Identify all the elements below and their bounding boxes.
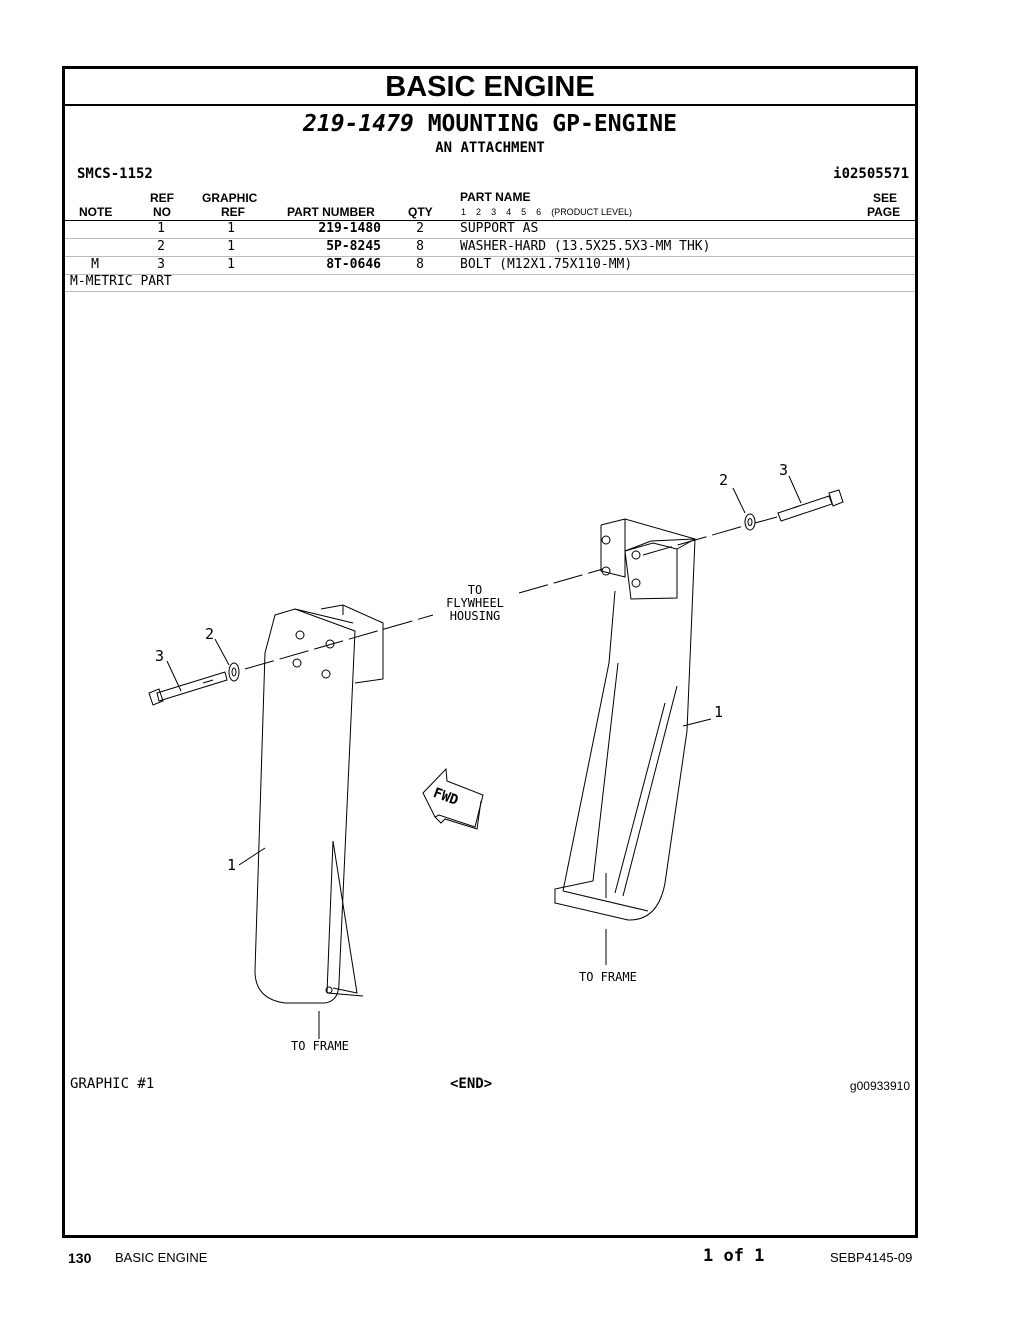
illustration-id: i02505571 bbox=[833, 166, 909, 182]
level-3: 3 bbox=[491, 207, 497, 217]
col-ref-no-bottom: NO bbox=[153, 205, 171, 219]
group-number: 219-1479 bbox=[303, 111, 414, 137]
row-ref-no: 3 bbox=[157, 257, 165, 272]
col-ref-no-top: REF bbox=[150, 191, 174, 205]
col-graphic-ref-bottom: REF bbox=[221, 205, 245, 219]
row-part-name: WASHER-HARD (13.5X25.5X3-MM THK) bbox=[460, 239, 711, 254]
label-flywheel-line-2: FLYWHEEL bbox=[446, 596, 504, 610]
footer-section: BASIC ENGINE bbox=[115, 1250, 208, 1265]
col-part-name: PART NAME bbox=[460, 190, 531, 204]
note-divider bbox=[65, 291, 915, 292]
level-4: 4 bbox=[506, 207, 512, 217]
label-to-frame-left: TO FRAME bbox=[291, 1039, 349, 1053]
row-qty: 8 bbox=[416, 257, 424, 272]
row-note: M bbox=[91, 257, 99, 272]
level-2: 2 bbox=[476, 207, 482, 217]
callout-1-right: 1 bbox=[714, 703, 724, 721]
label-to-frame-right: TO FRAME bbox=[579, 970, 637, 984]
row-graphic-ref: 1 bbox=[227, 257, 235, 272]
row-qty: 8 bbox=[416, 239, 424, 254]
parts-illustration bbox=[148, 475, 844, 1039]
metric-note: M-METRIC PART bbox=[70, 274, 172, 289]
callout-1-left: 1 bbox=[227, 856, 237, 874]
left-support-drawing bbox=[254, 604, 384, 1004]
col-see-page-top: SEE bbox=[873, 191, 898, 205]
smcs-code: SMCS-1152 bbox=[77, 166, 153, 182]
graphic-id: g00933910 bbox=[849, 1079, 910, 1093]
level-5: 5 bbox=[521, 207, 527, 217]
group-title: 219-1479 MOUNTING GP-ENGINE bbox=[65, 111, 915, 137]
callout-2-left: 2 bbox=[205, 625, 215, 643]
header-divider bbox=[65, 220, 915, 221]
callout-3-left: 3 bbox=[155, 647, 165, 665]
row-divider bbox=[65, 274, 915, 275]
right-bolt-drawing bbox=[777, 489, 844, 522]
row-part-number: 5P-8245 bbox=[326, 239, 381, 254]
row-ref-no: 2 bbox=[157, 239, 165, 254]
level-6: 6 bbox=[536, 207, 542, 217]
row-ref-no: 1 bbox=[157, 221, 165, 236]
group-name: MOUNTING GP-ENGINE bbox=[427, 111, 677, 137]
row-qty: 2 bbox=[416, 221, 424, 236]
right-washer-drawing bbox=[744, 513, 756, 531]
label-flywheel-line-1: TO bbox=[467, 583, 483, 597]
col-product-levels: 1 2 3 4 5 6 (PRODUCT LEVEL) bbox=[461, 207, 632, 217]
page-frame: BASIC ENGINE 219-1479 MOUNTING GP-ENGINE… bbox=[62, 66, 918, 1238]
label-flywheel-line-3: HOUSING bbox=[449, 609, 501, 623]
left-bolt-drawing bbox=[148, 671, 228, 706]
row-part-name: BOLT (M12X1.75X110-MM) bbox=[460, 257, 633, 272]
col-part-number: PART NUMBER bbox=[287, 205, 375, 219]
end-marker: <END> bbox=[450, 1076, 493, 1092]
row-graphic-ref: 1 bbox=[227, 239, 235, 254]
group-subtitle: AN ATTACHMENT bbox=[435, 140, 545, 156]
col-qty: QTY bbox=[408, 205, 433, 219]
row-part-number: 219-1480 bbox=[318, 221, 381, 236]
left-washer-drawing bbox=[228, 662, 240, 682]
row-divider bbox=[65, 238, 915, 239]
page-of: 1 of 1 bbox=[703, 1246, 765, 1266]
row-graphic-ref: 1 bbox=[227, 221, 235, 236]
level-1: 1 bbox=[461, 207, 467, 217]
col-see-page-bottom: PAGE bbox=[867, 205, 901, 219]
right-support-drawing bbox=[554, 518, 696, 921]
col-graphic-ref-top: GRAPHIC bbox=[202, 191, 258, 205]
fwd-arrow-icon bbox=[422, 767, 484, 830]
callout-3-right: 3 bbox=[779, 461, 789, 479]
doc-id: SEBP4145-09 bbox=[830, 1250, 913, 1265]
row-part-name: SUPPORT AS bbox=[460, 221, 539, 236]
row-divider bbox=[65, 256, 915, 257]
callout-2-right: 2 bbox=[719, 471, 729, 489]
product-level-label: (PRODUCT LEVEL) bbox=[551, 207, 633, 217]
row-part-number: 8T-0646 bbox=[326, 257, 381, 272]
section-title: BASIC ENGINE bbox=[65, 69, 915, 106]
graphic-label: GRAPHIC #1 bbox=[70, 1076, 155, 1092]
label-to-flywheel-housing: TO FLYWHEEL HOUSING bbox=[435, 584, 515, 623]
center-line bbox=[244, 516, 778, 670]
page-number: 130 bbox=[68, 1250, 92, 1266]
col-note: NOTE bbox=[79, 205, 113, 219]
